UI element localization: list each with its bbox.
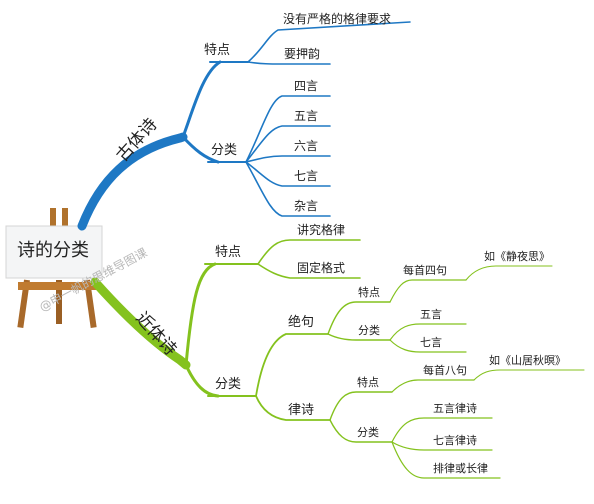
ancient-types-label: 分类 [211, 143, 238, 158]
jueju-features-label: 特点 [358, 286, 380, 299]
modern-feature-item: 固定格式 [297, 261, 346, 275]
ancient-type-item: 六言 [294, 139, 319, 153]
ancient-feature-item: 没有严格的格律要求 [283, 12, 392, 26]
jueju-types-label: 分类 [358, 324, 380, 337]
lvshi-rule: 每首八句 [423, 364, 467, 377]
modern-feature-item: 讲究格律 [297, 223, 346, 237]
jueju-example: 如《静夜思》 [484, 250, 550, 263]
jueju-label: 绝句 [288, 315, 315, 330]
branch-modern [90, 277, 191, 370]
center-topic: 诗的分类 [17, 240, 89, 261]
ancient-type-item: 七言 [294, 169, 319, 183]
canvas-board [5, 225, 103, 279]
lvshi-example: 如《山居秋暝》 [489, 354, 566, 367]
jueju-type-item: 五言 [420, 308, 442, 321]
lvshi-type-item: 五言律诗 [433, 402, 477, 415]
lvshi-type-item: 七言律诗 [433, 434, 477, 447]
ancient-type-item: 四言 [294, 79, 319, 93]
jueju-type-item: 七言 [420, 336, 442, 349]
lvshi-features-label: 特点 [357, 376, 379, 389]
ancient-features-label: 特点 [204, 43, 231, 58]
lvshi-type-item: 排律或长律 [433, 462, 488, 475]
modern-features-label: 特点 [215, 245, 242, 260]
easel-icon [17, 208, 98, 328]
jueju-rule: 每首四句 [403, 264, 447, 277]
lvshi-types-label: 分类 [357, 426, 379, 439]
lvshi-label: 律诗 [288, 403, 315, 418]
modern-types-label: 分类 [215, 377, 242, 392]
branch-ancient [77, 132, 188, 231]
ancient-type-item: 五言 [294, 109, 319, 123]
ancient-type-item: 杂言 [294, 199, 319, 213]
ancient-feature-item: 要押韵 [284, 47, 321, 61]
